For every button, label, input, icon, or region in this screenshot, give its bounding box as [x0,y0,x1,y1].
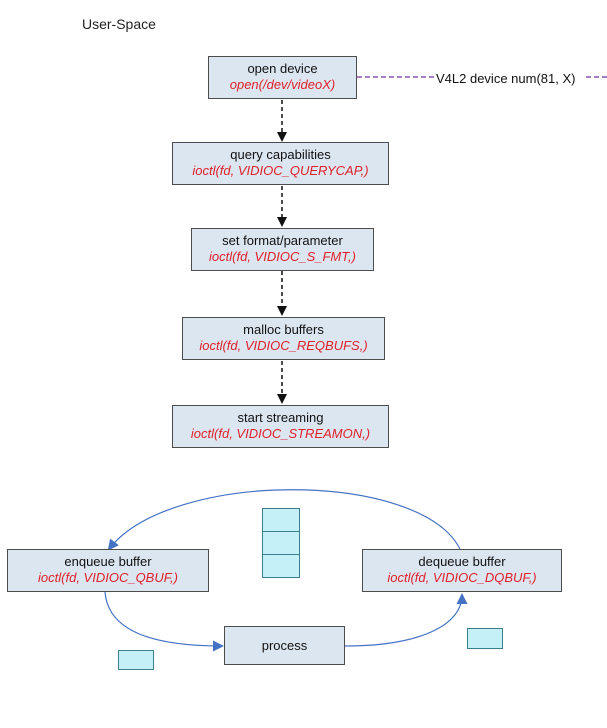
step-query-capabilities: query capabilities ioctl(fd, VIDIOC_QUER… [172,142,389,185]
loop-arrow-process-to-dequeue [344,593,468,647]
step-set-format-call: ioctl(fd, VIDIOC_S_FMT,) [209,249,356,264]
user-space-title: User-Space [82,16,156,32]
device-number-note: V4L2 device num(81, X) [436,71,576,86]
buffer-queue-slot [262,554,300,578]
dequeue-buffer-box: dequeue buffer ioctl(fd, VIDIOC_DQBUF,) [362,549,562,592]
buffer-in-transit-left [118,650,154,670]
step-query-capabilities-label: query capabilities [230,147,331,162]
loop-arrow-dequeue-to-enqueue [107,489,461,551]
step-start-streaming-call: ioctl(fd, VIDIOC_STREAMON,) [190,426,371,441]
buffer-queue-slot [262,531,300,555]
step-malloc-buffers-label: malloc buffers [243,322,324,337]
enqueue-buffer-label: enqueue buffer [64,554,152,569]
enqueue-buffer-box: enqueue buffer ioctl(fd, VIDIOC_QBUF,) [7,549,209,592]
buffer-queue-slot [262,508,300,532]
step-start-streaming-label: start streaming [237,410,324,425]
dequeue-buffer-call: ioctl(fd, VIDIOC_DQBUF,) [387,570,537,585]
step-open-device: open device open(/dev/videoX) [208,56,357,99]
loop-arrow-enqueue-to-process [104,591,224,652]
step-malloc-buffers-call: ioctl(fd, VIDIOC_REQBUFS,) [199,338,368,353]
step-query-capabilities-call: ioctl(fd, VIDIOC_QUERYCAP,) [192,163,369,178]
step-set-format-label: set format/parameter [222,233,343,248]
step-set-format: set format/parameter ioctl(fd, VIDIOC_S_… [191,228,374,271]
step-malloc-buffers: malloc buffers ioctl(fd, VIDIOC_REQBUFS,… [182,317,385,360]
step-open-device-call: open(/dev/videoX) [229,77,336,92]
dequeue-buffer-label: dequeue buffer [418,554,506,569]
buffer-in-transit-right [467,628,503,649]
step-start-streaming: start streaming ioctl(fd, VIDIOC_STREAMO… [172,405,389,448]
step-open-device-label: open device [247,61,318,76]
process-box: process [224,626,345,665]
enqueue-buffer-call: ioctl(fd, VIDIOC_QBUF,) [38,570,178,585]
